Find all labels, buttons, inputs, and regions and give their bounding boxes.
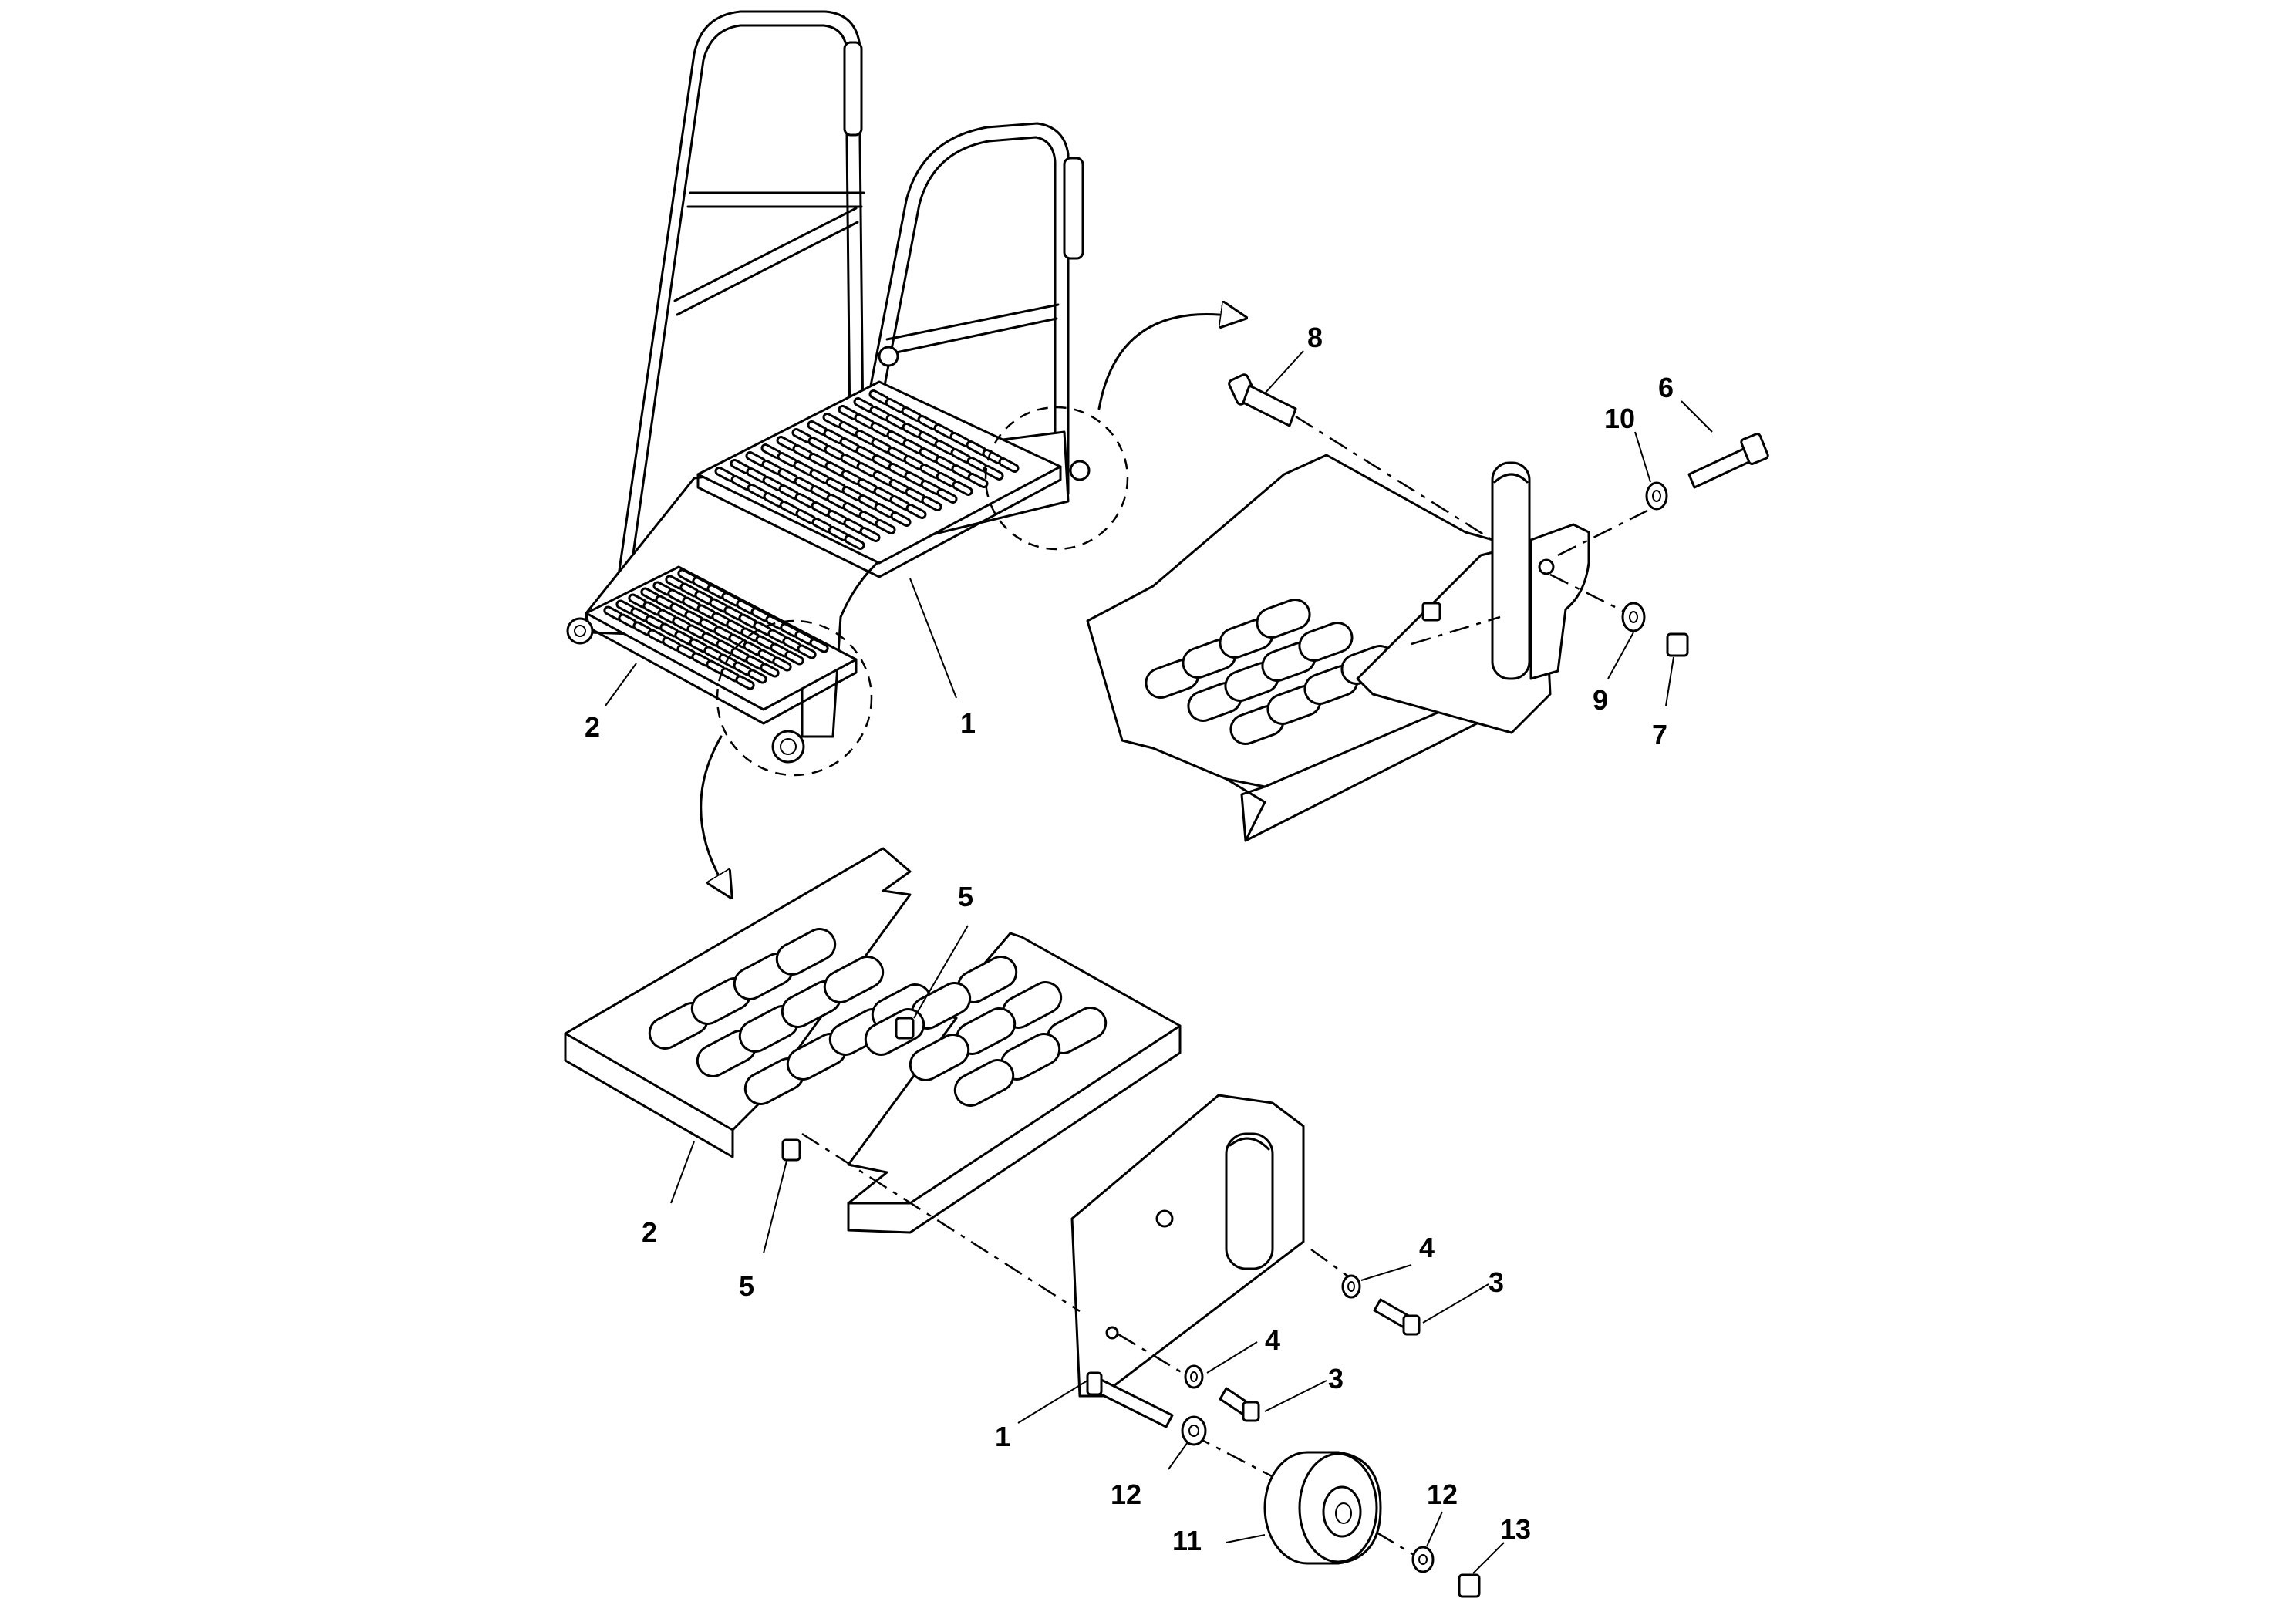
callout-4-upper: 4 (1419, 1232, 1435, 1263)
left-handrail (615, 10, 861, 588)
detail-arrow-upper (1097, 315, 1234, 410)
callout-9: 9 (1593, 684, 1608, 716)
tread-slot (775, 928, 837, 976)
callout-11: 11 (1172, 1525, 1202, 1556)
tread-slot (772, 656, 792, 672)
lower-detail-left-slots (648, 928, 932, 1105)
callout-2-top: 2 (585, 711, 600, 743)
tread-slot (844, 534, 865, 550)
callout-1-bottom: 1 (995, 1421, 1010, 1452)
wheel-front-right (771, 730, 805, 764)
tread-slot (905, 504, 927, 519)
washer-12-left (1181, 1415, 1207, 1446)
lower-detail-right-slots (864, 956, 1108, 1107)
callout-5-bottom: 5 (739, 1270, 754, 1302)
callout-10: 10 (1604, 403, 1635, 434)
washer-10 (1645, 481, 1668, 511)
tread-slot (747, 669, 767, 684)
detail-circle-upper (984, 406, 1129, 551)
latch-pin-right (1063, 157, 1084, 260)
tread-slot (875, 519, 896, 534)
tread-slot (921, 496, 942, 511)
callout-5-top: 5 (958, 881, 973, 912)
wheel-11 (1263, 1451, 1382, 1565)
tread-slot (1256, 599, 1311, 639)
callout-1-top: 1 (960, 707, 976, 739)
tread-slot (967, 473, 989, 488)
crossbar-lower (673, 207, 859, 316)
lower-tread-slots (603, 568, 829, 690)
tread-slot (909, 1034, 970, 1081)
spacer-5-upper (895, 1017, 915, 1040)
tread-slot (983, 465, 1004, 481)
upper-detail-bracket (1529, 523, 1590, 680)
tread-slot (823, 956, 885, 1003)
lower-detail-post (1225, 1132, 1274, 1270)
callout-3-upper: 3 (1489, 1266, 1504, 1298)
ladder-assembly (566, 10, 1234, 887)
upper-tread-slots (714, 389, 1020, 550)
callout-3-lower: 3 (1328, 1363, 1344, 1394)
tread-slot (998, 457, 1020, 473)
wheel-rear-right (1069, 460, 1091, 481)
washer-9 (1621, 602, 1646, 632)
tread-slot (809, 638, 829, 653)
callout-7: 7 (1652, 719, 1667, 750)
tread-slot (797, 644, 817, 659)
washer-12-right (1411, 1546, 1435, 1573)
washer-4-lower (1184, 1364, 1204, 1389)
leader-lines (605, 350, 1713, 1574)
callout-12-left: 12 (1111, 1479, 1141, 1510)
latch-pin-left (843, 41, 863, 137)
upper-detail (1086, 373, 1769, 842)
wheel-front-left (566, 617, 594, 645)
tread-slot (953, 1059, 1015, 1107)
callout-labels: 1 2 8 6 10 9 7 5 2 5 4 3 4 3 1 12 11 12 … (585, 322, 1674, 1556)
tread-slot (952, 481, 973, 496)
callout-13: 13 (1500, 1513, 1531, 1545)
tread-slot (890, 511, 912, 527)
tread-slot (936, 488, 958, 504)
tread-slot (735, 675, 755, 690)
nut-7 (1666, 632, 1689, 657)
detail-circle-lower (716, 619, 873, 777)
upper-detail-post (1491, 461, 1531, 680)
crossbar-upper (686, 191, 865, 208)
nut-13 (1458, 1573, 1481, 1598)
pivot-bolt-8 (1228, 373, 1297, 427)
callout-4-lower: 4 (1265, 1324, 1280, 1356)
tread-slot (760, 663, 780, 678)
tread-slot (1298, 622, 1354, 662)
detail-arrow-lower (700, 735, 725, 887)
callout-8: 8 (1307, 322, 1323, 353)
inner-nut (1421, 602, 1441, 622)
callout-6: 6 (1658, 372, 1674, 403)
washer-4-upper (1341, 1274, 1361, 1299)
lower-detail (564, 847, 1481, 1598)
right-handrail (816, 122, 1070, 665)
bolt-6 (1687, 433, 1769, 489)
spacer-5-lower (781, 1138, 801, 1162)
callout-2-bottom: 2 (642, 1216, 657, 1248)
tread-slot (859, 527, 881, 542)
tread-slot (784, 650, 804, 666)
wheel-rear (878, 346, 899, 367)
callout-12-right: 12 (1427, 1479, 1458, 1510)
